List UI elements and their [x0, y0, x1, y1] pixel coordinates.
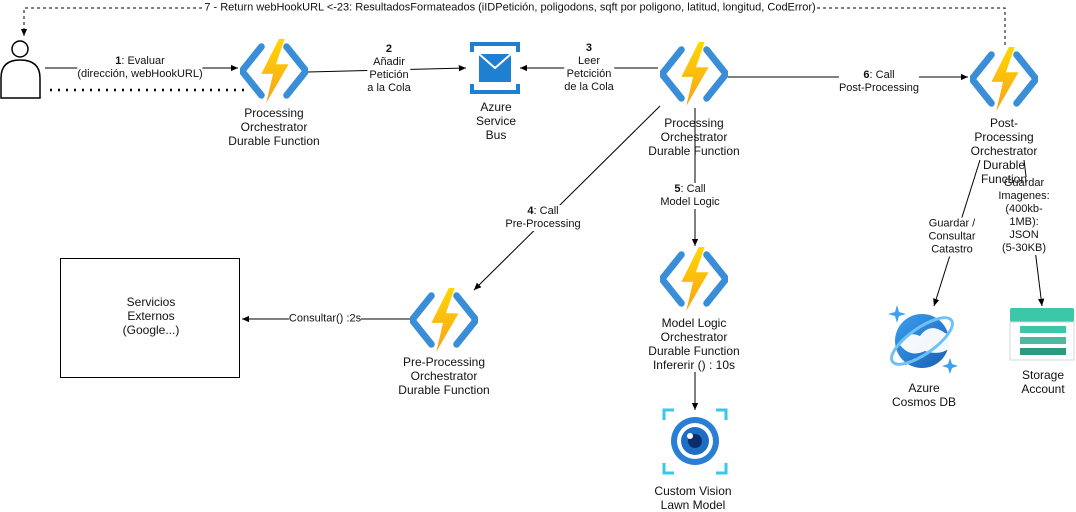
azure-function-icon: [242, 39, 306, 103]
call-pre-label: 4: Call Pre-Processing: [505, 205, 581, 231]
evaluar-text: : Evaluar (dirección, webHookURL): [77, 55, 203, 80]
call-pre-text: : Call Pre-Processing: [505, 205, 581, 230]
processing-orchestrator-2-label: Processing Orchestrator Durable Function: [648, 116, 740, 158]
guardar-imagenes-label: Guardar Imagenes: (400kb-1MB): JSON (5-3…: [998, 177, 1050, 255]
guardar-catastro-text: Guardar / Consultar Catastro: [928, 217, 976, 256]
post-processing-orchestrator-label: Post-Processing Orchestrator Durable Fun…: [970, 116, 1038, 186]
return-label-text: 7 - Return webHookURL <-23: ResultadosFo…: [204, 1, 816, 14]
consultar-text: Consultar() :2s: [288, 312, 362, 325]
custom-vision-label: Custom Vision Lawn Model: [654, 484, 732, 512]
evaluar-label: 1: Evaluar (dirección, webHookURL): [77, 55, 203, 81]
leer-step-number: 3: [585, 42, 593, 54]
cosmos-db-label: Azure Cosmos DB: [891, 381, 957, 409]
guardar-imagenes-text: Guardar Imagenes: (400kb-1MB): JSON (5-3…: [998, 177, 1050, 254]
external-services-label: Servicios Externos (Google...): [122, 295, 180, 337]
model-logic-orchestrator-label: Model Logic Orchestrator Durable Functio…: [648, 316, 740, 372]
anadir-text: Añadir Petición a la Cola: [367, 56, 411, 94]
call-model-label: 5: Call Model Logic: [660, 183, 720, 209]
anadir-step-number: 2: [385, 43, 393, 55]
return-label: 7 - Return webHookURL <-23: ResultadosFo…: [204, 1, 816, 15]
azure-function-icon: [662, 42, 726, 106]
external-services-box: Servicios Externos (Google...): [60, 258, 240, 378]
call-pre-step-number: 4: [527, 205, 534, 217]
leer-text: Leer Petcición de la Cola: [564, 55, 614, 93]
processing-orchestrator-1-label: Processing Orchestrator Durable Function: [228, 106, 320, 148]
return-arrow: [20, 7, 1006, 45]
user-icon: [0, 40, 41, 99]
anadir-label: 2 Añadir Petición a la Cola: [367, 43, 411, 95]
cosmos-db-icon: [888, 305, 958, 374]
service-bus-icon: [470, 42, 520, 94]
custom-vision-icon: [662, 408, 728, 475]
call-model-step-number: 5: [674, 183, 681, 195]
evaluar-step-number: 1: [115, 55, 122, 67]
leer-label: 3 Leer Petcición de la Cola: [564, 42, 614, 94]
call-pre-arrow: [473, 105, 661, 291]
consultar-label: Consultar() :2s: [288, 312, 362, 326]
guardar-catastro-label: Guardar / Consultar Catastro: [928, 217, 976, 257]
azure-function-icon: [662, 247, 726, 311]
call-post-step-number: 6: [863, 69, 870, 81]
storage-account-icon: [1009, 308, 1075, 361]
call-post-text: : Call Post-Processing: [838, 69, 920, 94]
azure-function-icon: [412, 288, 476, 352]
storage-account-label: Storage Account: [1021, 368, 1065, 396]
call-model-text: : Call Model Logic: [660, 183, 720, 208]
pre-processing-orchestrator-label: Pre-Processing Orchestrator Durable Func…: [398, 355, 490, 397]
call-post-label: 6: Call Post-Processing: [838, 69, 920, 95]
azure-function-icon: [972, 47, 1036, 111]
azure-service-bus-label: Azure Service Bus: [475, 100, 517, 142]
